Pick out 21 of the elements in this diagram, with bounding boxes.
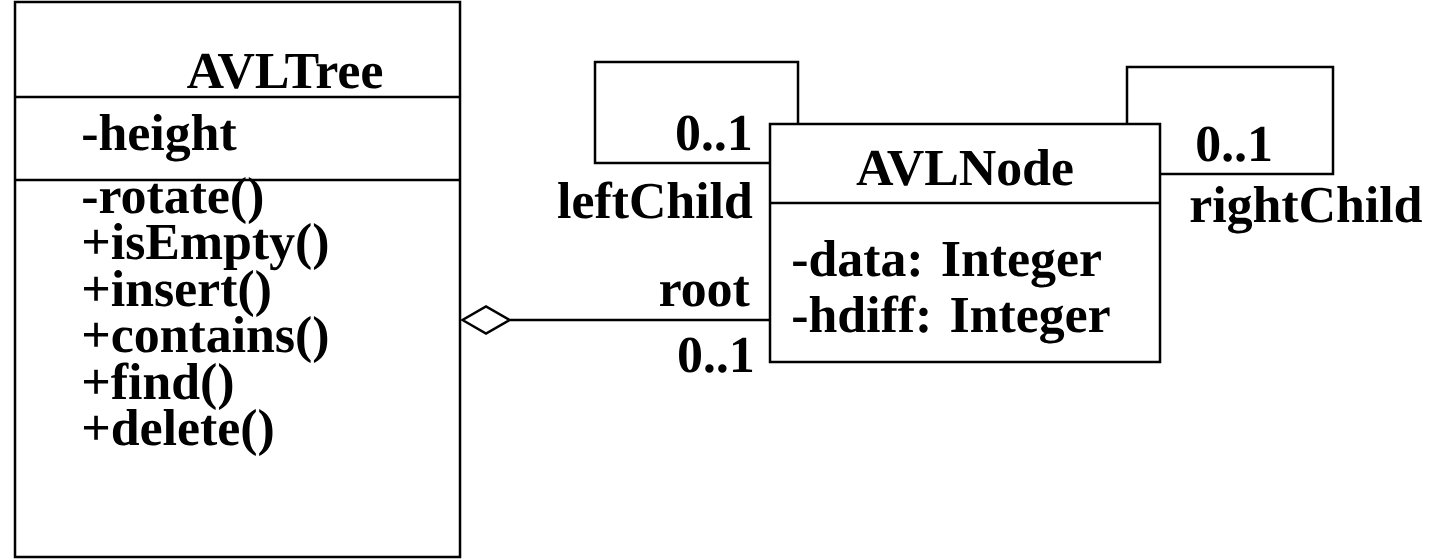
role-name: rightChild [1188,185,1424,235]
multiplicity: 0..1 [1194,125,1274,163]
role-name: leftChild [556,180,754,220]
class-box [768,122,1162,364]
class-name: AVLTree [187,53,383,89]
self-association-line [593,60,800,165]
operation: +contains() [84,316,328,363]
multiplicity: 0..1 [674,114,754,152]
attribute: -hdiff: Integer [793,295,1110,344]
operation: +isEmpty() [84,223,328,271]
attribute: -height [83,114,237,162]
operation: +delete() [84,409,273,456]
operation: -rotate() [83,177,263,225]
attribute: -data: Integer [793,240,1101,288]
multiplicity: 0..1 [676,336,756,374]
operation: +find() [84,362,233,410]
role-name: root [657,275,751,308]
operation: +insert() [84,270,270,317]
class-box [13,0,462,559]
class-name: AVLNode [856,149,1073,186]
self-association-line [1125,65,1335,176]
